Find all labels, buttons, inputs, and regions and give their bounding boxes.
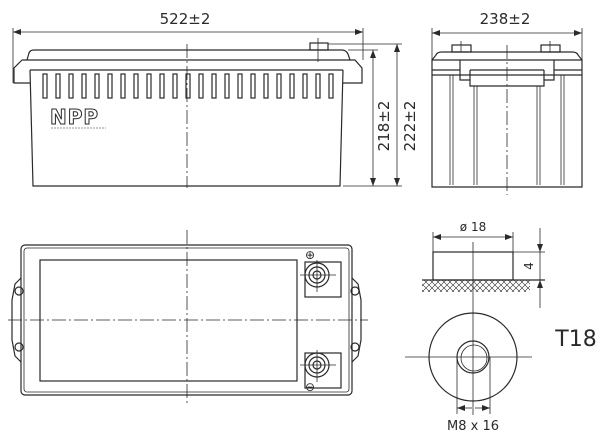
terminal-diameter-label: ø 18 [460,220,486,234]
cooling-rib [302,73,308,99]
cooling-rib [107,73,113,99]
npp-logo: NPP [50,105,99,129]
body-height-label: 218±2 [375,101,393,152]
terminal-detail: ø 18 4 M8 x 16 T18 [405,220,597,434]
positive-terminal [300,260,336,292]
cooling-rib [120,73,126,99]
cooling-rib [198,73,204,99]
cooling-rib [185,73,191,99]
cooling-rib [328,73,334,99]
cooling-rib [68,73,74,99]
cooling-rib [263,73,269,99]
cooling-rib [133,73,139,99]
thread-label: M8 x 16 [447,419,499,434]
cooling-ribs [42,73,334,99]
cooling-rib [146,73,152,99]
positive-symbol: ⊕ [305,248,315,262]
terminal-height-label: 4 [522,262,536,270]
front-width-label: 522±2 [160,10,211,28]
cooling-rib [81,73,87,99]
side-view: 238±2 [431,10,583,195]
cooling-rib [159,73,165,99]
cooling-rib [224,73,230,99]
negative-terminal [300,350,336,382]
cooling-rib [55,73,61,99]
cooling-rib [211,73,217,99]
cooling-rib [289,73,295,99]
ground-hatch [422,280,530,292]
total-height-label: 222±2 [401,101,419,152]
cooling-rib [172,73,178,99]
side-width-label: 238±2 [480,10,531,28]
terminal-type-label: T18 [554,327,596,352]
cooling-rib [276,73,282,99]
cooling-rib [250,73,256,99]
cooling-rib [94,73,100,99]
cooling-rib [315,73,321,99]
cooling-rib [42,73,48,99]
negative-symbol: ⊖ [305,380,315,394]
cooling-rib [237,73,243,99]
top-view: ⊕ ⊖ [8,230,368,403]
front-view: 522±2 NPP 218±2 222±2 [12,10,419,188]
